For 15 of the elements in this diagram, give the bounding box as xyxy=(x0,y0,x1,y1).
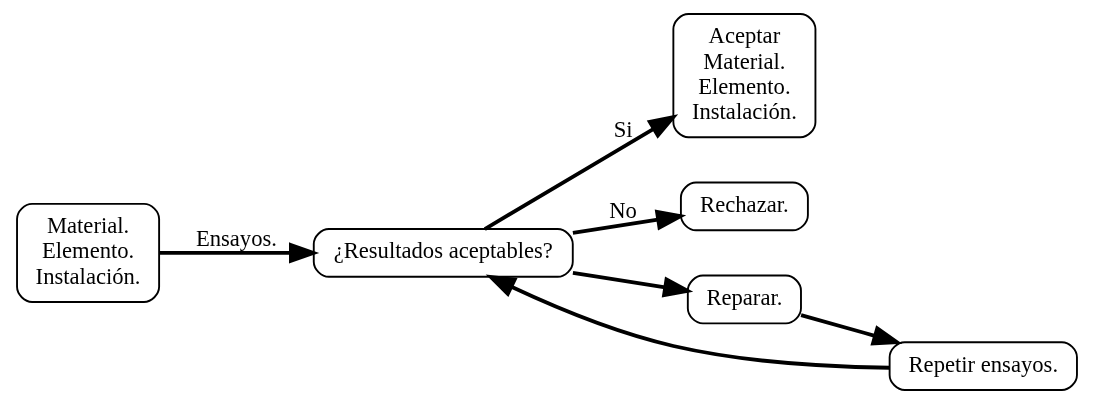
node-box: Rechazar. xyxy=(679,181,809,231)
node-box: Aceptar Material. Elemento. Instalación. xyxy=(672,12,817,138)
edge-label: Si xyxy=(613,115,633,141)
arrow xyxy=(159,241,320,263)
arrow xyxy=(800,312,903,346)
arrow xyxy=(572,208,687,235)
arrow xyxy=(572,270,694,297)
arrow xyxy=(483,113,679,231)
edge-label: No xyxy=(609,197,637,223)
node-box: Reparar. xyxy=(686,274,802,324)
arrow xyxy=(485,273,890,370)
edge-label: Ensayos. xyxy=(195,225,277,251)
node-box: ¿Resultados aceptables? xyxy=(312,227,574,278)
node-box: Repetir ensayos. xyxy=(888,340,1078,391)
node-box: Material. Elemento. Instalación. xyxy=(16,202,161,303)
